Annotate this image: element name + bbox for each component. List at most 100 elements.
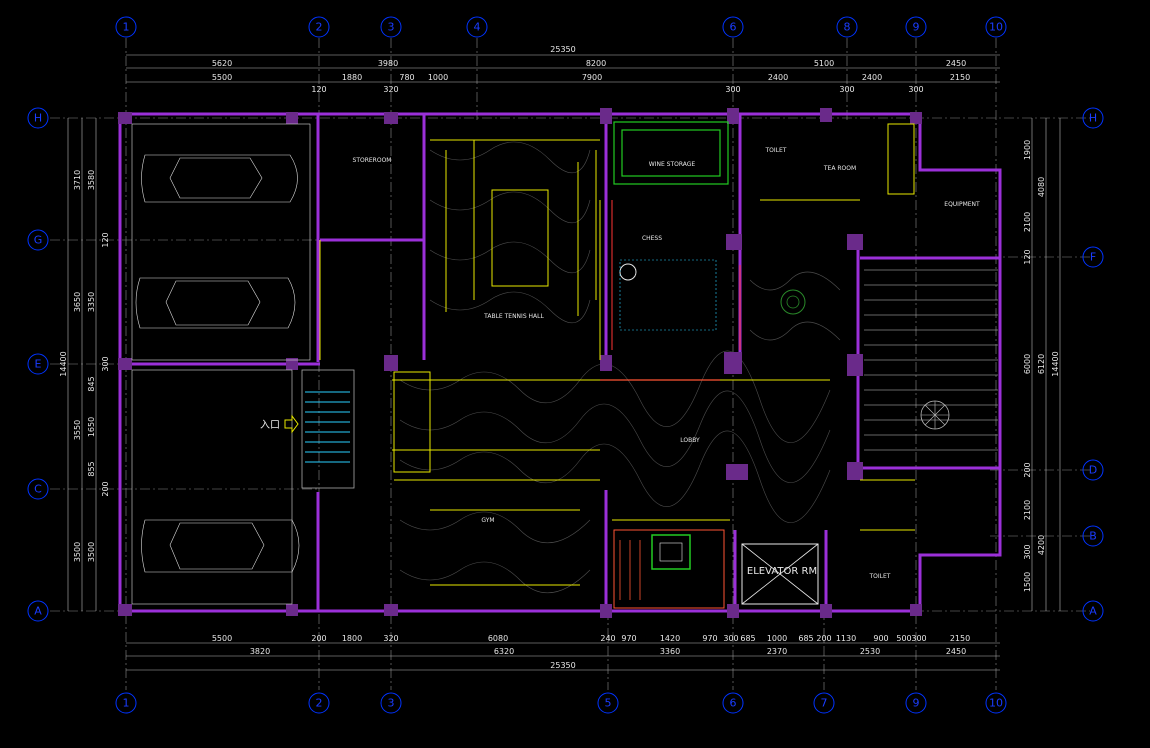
dim-text: 500: [896, 634, 911, 643]
dim-text: 300: [911, 634, 926, 643]
dim-text: 320: [383, 634, 398, 643]
svg-text:A: A: [34, 605, 42, 618]
left-grid-bubbles: H G E C A: [27, 107, 49, 622]
svg-text:3: 3: [388, 21, 395, 34]
grid-bubble-F-right: F: [1082, 246, 1104, 268]
structural-columns: [118, 108, 922, 618]
dim-text: 1650: [87, 417, 96, 437]
wine-storage-cabinet: [613, 121, 729, 185]
svg-text:G: G: [34, 234, 43, 247]
grid-bubble-3-top: 3: [380, 16, 402, 38]
dim-text: 300: [1023, 544, 1032, 559]
dim-text: 780: [399, 73, 414, 82]
dim-text: 4200: [1037, 535, 1046, 555]
svg-text:B: B: [1089, 530, 1097, 543]
dim-text: 1900: [1023, 140, 1032, 160]
svg-text:4: 4: [474, 21, 481, 34]
svg-text:F: F: [1090, 251, 1096, 264]
dim-text: 5620: [212, 59, 232, 68]
grid-bubble-7-bottom: 7: [813, 692, 835, 714]
chess-table: [619, 259, 717, 331]
dim-text: 6000: [1023, 354, 1032, 374]
dim-text: 6120: [1037, 354, 1046, 374]
svg-text:D: D: [1089, 464, 1097, 477]
dim-text: 970: [621, 634, 636, 643]
dim-text: 7900: [582, 73, 602, 82]
dim-right-total: 14400: [1051, 351, 1060, 376]
grid-bubble-4-top: 4: [466, 16, 488, 38]
dim-left-total: 14400: [59, 351, 68, 376]
grid-bubble-A-left: A: [27, 600, 49, 622]
dim-text: 3550: [73, 420, 82, 440]
dim-text: 3360: [660, 647, 680, 656]
dim-text: 900: [873, 634, 888, 643]
dim-text: 685: [798, 634, 813, 643]
svg-text:7: 7: [821, 697, 828, 710]
dim-text: 120: [1023, 249, 1032, 264]
svg-text:1: 1: [123, 21, 130, 34]
dim-text: 3580: [87, 170, 96, 190]
dim-text: 6320: [494, 647, 514, 656]
dim-text: 3500: [87, 542, 96, 562]
dim-text: 2100: [1023, 500, 1032, 520]
svg-text:2: 2: [316, 21, 323, 34]
dim-text: 2400: [768, 73, 788, 82]
top-dimensions: 25350 5620 3980 8200 5100 2450 5500 1880…: [126, 45, 1000, 94]
grid-bubble-H-right: H: [1082, 107, 1104, 129]
grid-bubble-2-bottom: 2: [308, 692, 330, 714]
tea-room-lines: [864, 269, 998, 451]
room-label-toilet-top: TOILET: [765, 147, 787, 154]
bottom-grid-bubbles: 1 2 3 5 6 7 9 10: [115, 692, 1007, 714]
dim-text: 3650: [73, 292, 82, 312]
room-label-wine-storage: WINE STORAGE: [649, 161, 696, 168]
entrance-steps: [301, 369, 355, 489]
dim-text: 200: [816, 634, 831, 643]
left-dimensions: 3710 3650 3550 3500 3580 120 3350 300 84…: [59, 118, 110, 611]
room-label-gym: GYM: [481, 517, 494, 524]
dim-text: 300: [839, 85, 854, 94]
dim-text: 6080: [488, 634, 508, 643]
svg-text:10: 10: [989, 21, 1003, 34]
building-walls: [118, 112, 1002, 613]
svg-text:2: 2: [316, 697, 323, 710]
svg-text:10: 10: [989, 697, 1003, 710]
dim-top-total: 25350: [550, 45, 575, 54]
grid-bubble-A-right: A: [1082, 600, 1104, 622]
svg-text:H: H: [1089, 112, 1097, 125]
dim-text: 970: [702, 634, 717, 643]
dim-text: 5100: [814, 59, 834, 68]
dim-text: 2150: [950, 634, 970, 643]
dim-text: 685: [740, 634, 755, 643]
room-label-storeroom: STOREROOM: [353, 157, 392, 164]
dim-text: 2150: [950, 73, 970, 82]
svg-text:6: 6: [730, 697, 737, 710]
svg-text:6: 6: [730, 21, 737, 34]
grid-bubble-6-top: 6: [722, 16, 744, 38]
svg-text:8: 8: [844, 21, 851, 34]
dim-text: 855: [87, 461, 96, 476]
elevator-label: ELEVATOR RM: [747, 566, 817, 577]
grid-bubble-E-left: E: [27, 353, 49, 375]
dim-text: 120: [311, 85, 326, 94]
grid-bubble-8-top: 8: [836, 16, 858, 38]
grid-bubble-H-left: H: [27, 107, 49, 129]
parking-bays: [131, 123, 311, 605]
dim-text: 3500: [73, 542, 82, 562]
floor-hatch: [399, 141, 841, 594]
elevator-shaft: [741, 543, 819, 605]
grid-bubble-3-bottom: 3: [380, 692, 402, 714]
dim-text: 200: [311, 634, 326, 643]
grid-bubble-6-bottom: 6: [722, 692, 744, 714]
dim-text: 3980: [378, 59, 398, 68]
car-icon: [135, 277, 296, 329]
plant-icon: [920, 400, 950, 430]
dim-text: 2530: [860, 647, 880, 656]
dim-text: 2450: [946, 647, 966, 656]
dim-text: 200: [1023, 462, 1032, 477]
svg-text:1: 1: [123, 697, 130, 710]
dim-text: 300: [908, 85, 923, 94]
grid-bubble-9-top: 9: [905, 16, 927, 38]
dim-text: 320: [383, 85, 398, 94]
dim-text: 1800: [342, 634, 362, 643]
